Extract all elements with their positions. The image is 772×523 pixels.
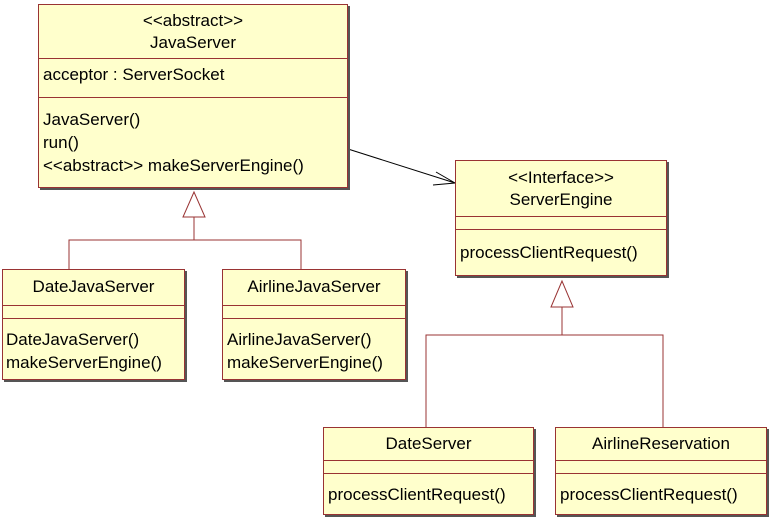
operation: JavaServer()	[43, 110, 141, 129]
class-header: DateJavaServer	[3, 270, 184, 306]
operation: processClientRequest()	[460, 243, 638, 262]
association-javaserver-serverengine	[347, 148, 457, 186]
class-name: JavaServer	[150, 33, 236, 52]
class-header: AirlineReservation	[556, 428, 766, 461]
operation: makeServerEngine()	[6, 353, 162, 372]
operation: <<abstract>> makeServerEngine()	[43, 156, 304, 175]
class-serverengine[interactable]: <<Interface>> ServerEngine processClient…	[455, 160, 667, 276]
operation: DateJavaServer()	[6, 330, 140, 349]
generalization-serverengine	[425, 279, 664, 427]
class-header: <<abstract>> JavaServer	[39, 5, 347, 59]
class-airlinereservation[interactable]: AirlineReservation processClientRequest(…	[555, 427, 767, 515]
generalization-branch	[68, 239, 302, 269]
attributes-section	[223, 306, 405, 319]
attributes-section	[3, 306, 184, 319]
class-name: DateJavaServer	[32, 277, 155, 296]
class-header: <<Interface>> ServerEngine	[456, 161, 666, 217]
stereotype-label: <<Interface>>	[508, 168, 614, 187]
class-name: AirlineJavaServer	[247, 277, 381, 296]
attributes-section	[324, 461, 533, 474]
class-javaserver[interactable]: <<abstract>> JavaServer acceptor : Serve…	[38, 4, 348, 188]
operations-section: JavaServer() run() <<abstract>> makeServ…	[39, 98, 347, 177]
attribute: acceptor : ServerSocket	[43, 65, 225, 84]
attributes-section	[456, 217, 666, 230]
realization-branch	[425, 334, 664, 427]
class-name: ServerEngine	[509, 190, 613, 209]
association-arrowhead	[432, 171, 457, 186]
class-header: DateServer	[324, 428, 533, 461]
operations-section: DateJavaServer() makeServerEngine()	[3, 319, 184, 374]
stereotype-label: <<abstract>>	[142, 11, 244, 30]
class-datejavaserver[interactable]: DateJavaServer DateJavaServer() makeServ…	[2, 269, 185, 380]
class-airlinejavaserver[interactable]: AirlineJavaServer AirlineJavaServer() ma…	[222, 269, 406, 380]
class-header: AirlineJavaServer	[223, 270, 405, 306]
generalization-arrowhead	[182, 190, 206, 218]
operations-section: processClientRequest()	[456, 230, 666, 264]
operation: run()	[43, 133, 79, 152]
class-name: DateServer	[385, 434, 472, 453]
operations-section: processClientRequest()	[324, 474, 533, 506]
operations-section: processClientRequest()	[556, 474, 766, 506]
class-name: AirlineReservation	[592, 434, 730, 453]
association-line	[347, 148, 456, 184]
operation: makeServerEngine()	[227, 353, 383, 372]
operation: AirlineJavaServer()	[227, 330, 372, 349]
class-dateserver[interactable]: DateServer processClientRequest()	[323, 427, 534, 515]
attributes-section	[556, 461, 766, 474]
operations-section: AirlineJavaServer() makeServerEngine()	[223, 319, 405, 374]
operation: processClientRequest()	[328, 485, 506, 504]
attributes-section: acceptor : ServerSocket	[39, 59, 347, 98]
operation: processClientRequest()	[560, 485, 738, 504]
realization-arrowhead	[550, 279, 574, 308]
generalization-javaserver	[68, 190, 302, 269]
